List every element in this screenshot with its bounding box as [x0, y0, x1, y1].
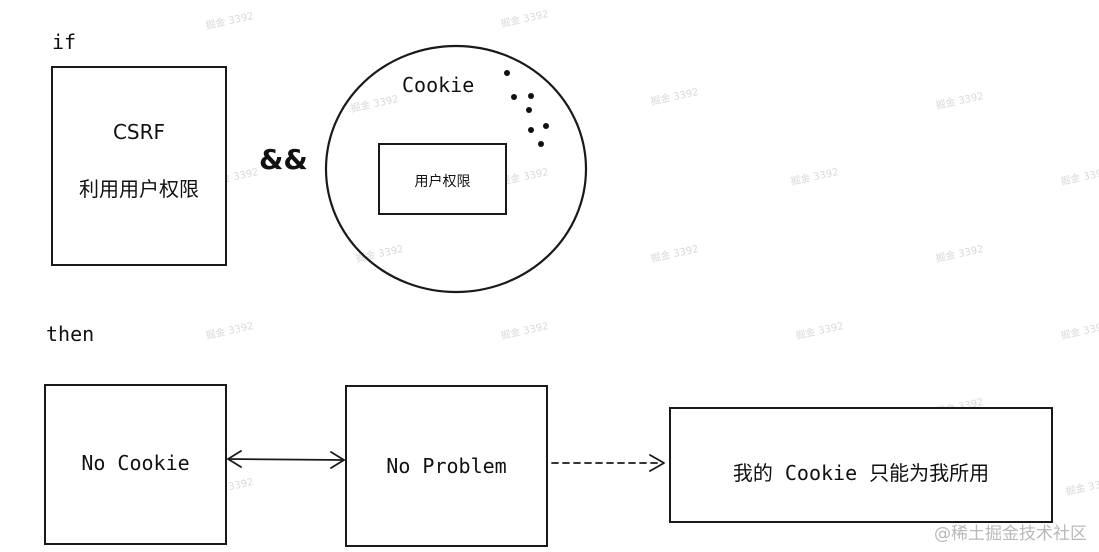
if-label: if — [52, 30, 77, 54]
cookie-crumb-dot — [528, 93, 534, 99]
no-problem-label: No Problem — [386, 454, 507, 478]
cookie-crumb-dot — [526, 107, 532, 113]
no-problem-box: No Problem — [345, 385, 548, 547]
result-label: 我的 Cookie 只能为我所用 — [732, 461, 990, 485]
cookie-crumb-dot — [543, 123, 549, 129]
user-permission-box: 用户权限 — [378, 143, 507, 215]
dashed-arrow — [551, 454, 665, 472]
csrf-title: CSRF — [112, 120, 166, 144]
then-label: then — [46, 322, 95, 346]
cookie-title: Cookie — [402, 73, 475, 97]
and-operator: && — [259, 143, 308, 176]
cookie-crumb-dot — [511, 94, 517, 100]
csrf-subtitle: 利用用户权限 — [79, 177, 199, 201]
cookie-crumb-dot — [528, 127, 534, 133]
double-arrow — [227, 450, 345, 469]
user-permission-label: 用户权限 — [414, 174, 471, 190]
csrf-box: CSRF 利用用户权限 — [51, 66, 227, 266]
footer-watermark: @稀土掘金技术社区 — [934, 524, 1087, 544]
no-cookie-box: No Cookie — [44, 384, 227, 545]
result-box: 我的 Cookie 只能为我所用 — [669, 407, 1053, 523]
cookie-circle — [324, 44, 588, 294]
no-cookie-label: No Cookie — [81, 451, 190, 475]
cookie-crumb-dot — [504, 70, 510, 76]
cookie-crumb-dot — [538, 141, 544, 147]
